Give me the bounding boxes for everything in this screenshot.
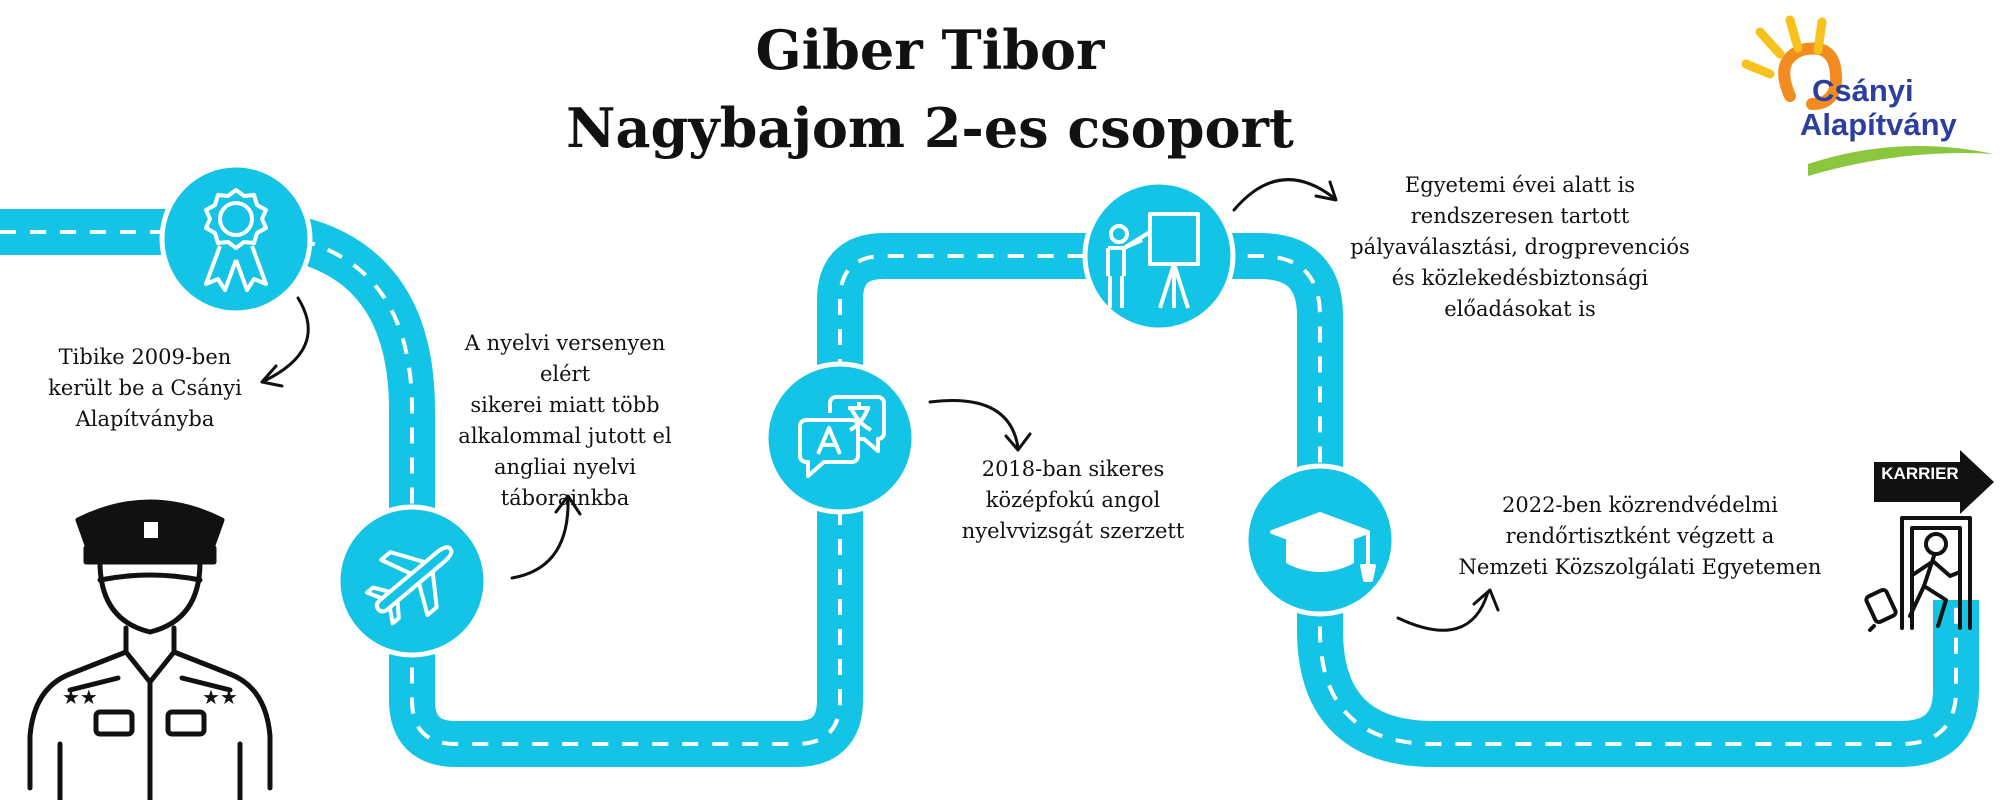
milestone-presentation <box>1082 179 1236 333</box>
person-exit-door-icon <box>1864 516 1972 632</box>
logo-sun-spiral <box>1778 42 1843 110</box>
logo-sun-rays <box>1741 15 1827 79</box>
rank-stars: ★★ ★★ <box>62 685 238 709</box>
logo-line-1: Csányi <box>1812 73 1914 108</box>
airplane-icon <box>364 545 454 626</box>
logo-text: Csányi Alapítvány <box>1800 74 2000 142</box>
career-sign <box>1864 450 1994 632</box>
translate-icon <box>798 395 886 478</box>
milestone-award <box>159 162 313 316</box>
milestone-caption-2018: 2018-ban sikeres középfokú angol nyelvvi… <box>961 457 1185 543</box>
milestone-airplane <box>335 504 489 658</box>
svg-text:★★: ★★ <box>62 685 98 709</box>
award-ribbon-icon <box>204 188 268 292</box>
milestone-translate <box>763 361 917 515</box>
arrow-1 <box>260 296 310 384</box>
graduation-cap-icon <box>1270 512 1376 582</box>
page-title: Giber Tibor <box>755 18 1105 82</box>
karrier-label: KARRIER <box>1881 464 1959 483</box>
milestone-caption-language-camps: A nyelvi versenyen elért sikerei miatt t… <box>458 331 672 510</box>
connector-arrows <box>260 178 1500 632</box>
milestone-caption-2009: Tibike 2009-ben került be a Csányi Alapí… <box>48 345 242 431</box>
presentation-icon <box>1106 212 1200 309</box>
milestone-caption-lectures: Egyetemi évei alatt is rendszeresen tart… <box>1350 173 1690 321</box>
page-subtitle: Nagybajom 2-es csoport <box>566 96 1294 160</box>
milestone-caption-2022: 2022-ben közrendvédelmi rendőrtisztként … <box>1458 493 1822 579</box>
road-markings <box>0 230 1958 746</box>
arrow-4 <box>1232 178 1336 212</box>
logo-swoosh <box>1808 146 1994 176</box>
milestone-graduation <box>1243 463 1397 617</box>
arrow-5 <box>1396 590 1490 632</box>
arrow-3 <box>928 399 1020 450</box>
arrow-2 <box>510 496 570 580</box>
karrier-arrow-sign <box>1874 450 1994 514</box>
svg-text:★★: ★★ <box>202 685 238 709</box>
logo-mark <box>1741 15 1994 176</box>
logo-line-2: Alapítvány <box>1800 107 1957 142</box>
police-officer-icon <box>27 499 273 800</box>
